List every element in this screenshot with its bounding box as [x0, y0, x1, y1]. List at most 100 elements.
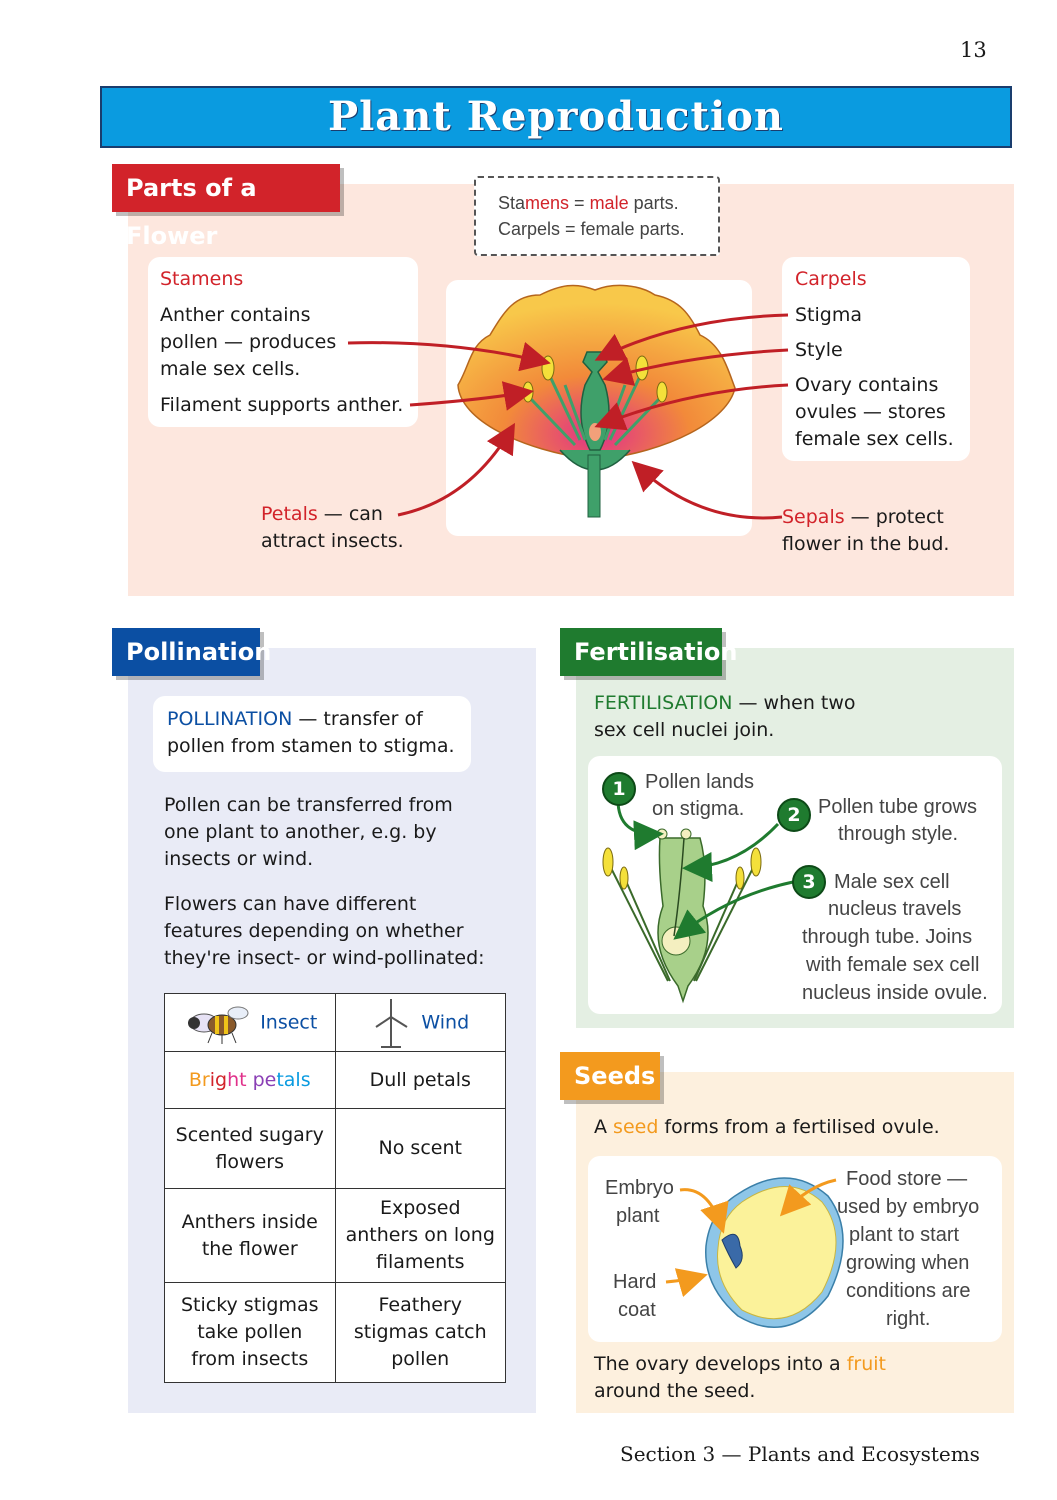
- cell-wind-row4: Feathery stigmas catch pollen: [334, 1282, 506, 1383]
- note-parts: parts.: [628, 193, 679, 213]
- pollination-def-line1: POLLINATION — transfer of: [167, 706, 423, 733]
- carpels-card: [782, 257, 970, 461]
- stamens-line1: Anther contains: [160, 304, 311, 326]
- step3-badge: 3: [792, 865, 826, 899]
- fert-arrows: [616, 799, 794, 940]
- pollination-def-line2: pollen from stamen to stigma.: [167, 735, 455, 757]
- cell-insect-row4: Sticky stigmas take pollen from insects: [164, 1282, 336, 1383]
- seeds-header: Seeds: [560, 1052, 660, 1100]
- cell-bright-petals: Bright petals: [164, 1051, 336, 1109]
- petals-rest: — can: [317, 503, 383, 525]
- pollination-p2-l1: Flowers can have different: [164, 893, 417, 915]
- carpels-style: Style: [795, 339, 843, 361]
- note-male: male: [589, 193, 629, 213]
- cell-dull-petals: Dull petals: [334, 1051, 506, 1109]
- stamens-line4: Filament supports anther.: [160, 394, 404, 416]
- food-store-line5: conditions are: [846, 1280, 971, 1302]
- flower-stalk: [587, 454, 601, 518]
- stamens-carpels-note: Stamens = male parts. Carpels = female p…: [474, 176, 720, 256]
- cell-insect-row2: Scented sugary flowers: [164, 1108, 336, 1189]
- seeds-outro-line1: The ovary develops into a fruit: [594, 1351, 886, 1378]
- table-header-insect: Insect: [164, 993, 336, 1052]
- food-store: [717, 1186, 837, 1320]
- step3-line5: nucleus inside ovule.: [802, 982, 988, 1004]
- food-store-line6: right.: [886, 1308, 931, 1330]
- ovule-shape: [589, 423, 601, 441]
- footer-section: Section 3 — Plants and Ecosystems: [620, 1442, 980, 1466]
- sepals-line2: flower in the bud.: [782, 533, 950, 555]
- table-header-wind: Wind: [334, 993, 506, 1052]
- carpels-line3: Ovary contains: [795, 374, 939, 396]
- cell-wind-row2: No scent: [334, 1108, 506, 1189]
- pollination-def-rest: — transfer of: [292, 708, 423, 730]
- bright-seg-4: pe: [252, 1068, 277, 1091]
- petals-label: Petals — can: [261, 501, 383, 528]
- bright-seg-2: ig: [209, 1068, 228, 1091]
- petals-word: Petals: [261, 503, 318, 525]
- hard-coat-label-2: coat: [618, 1299, 656, 1321]
- pollination-word: POLLINATION: [167, 708, 293, 730]
- fertilisation-def-line1: FERTILISATION — when two: [594, 690, 856, 717]
- stigma-left: [656, 828, 668, 840]
- step1-badge: 1: [602, 772, 636, 806]
- sepals-word: Sepals: [782, 506, 845, 528]
- seeds-outro-line2: around the seed.: [594, 1380, 756, 1402]
- food-store-line3: plant to start: [849, 1224, 960, 1246]
- flower-diagram: [347, 284, 789, 520]
- embryo: [721, 1233, 743, 1269]
- flower-header: Parts of a Flower: [112, 164, 340, 250]
- bee-icon: [188, 1006, 249, 1044]
- wind-label: Wind: [421, 1011, 470, 1033]
- carpels-stigma: Stigma: [795, 304, 863, 326]
- fertilisation-word: FERTILISATION: [594, 692, 733, 714]
- seeds-intro-seed: seed: [613, 1116, 659, 1138]
- seeds-intro-b: forms from a fertilised ovule.: [658, 1116, 940, 1138]
- step1-line1: Pollen lands: [645, 771, 754, 793]
- insect-wind-table: Insect Wind Bright petals Dull petals Sc…: [164, 993, 506, 1383]
- note-eq: =: [569, 193, 590, 213]
- carpels-title: Carpels: [795, 268, 867, 290]
- insect-label: Insect: [260, 1011, 318, 1033]
- pollination-p2-l2: features depending on whether: [164, 920, 464, 942]
- fertilisation-diagram: [602, 799, 794, 1004]
- stamens-line3: male sex cells.: [160, 358, 301, 380]
- pollination-header: Pollination: [112, 628, 271, 676]
- food-store-line4: growing when: [846, 1252, 970, 1274]
- carpels-line5: female sex cells.: [795, 428, 954, 450]
- note-sta: Sta: [498, 193, 526, 213]
- wind-turbine-icon: [375, 998, 408, 1048]
- embryo-label-1: Embryo: [605, 1177, 674, 1199]
- embryo-label-2: plant: [616, 1205, 660, 1227]
- sepals-rest: — protect: [844, 506, 944, 528]
- hard-coat-label-1: Hard: [613, 1271, 657, 1293]
- bright-seg-3: ht: [227, 1068, 253, 1091]
- pollination-p1-l2: one plant to another, e.g. by: [164, 821, 437, 843]
- seed-diagram: [665, 1177, 844, 1328]
- pollination-p1-l3: insects or wind.: [164, 848, 314, 870]
- step1-line2: on stigma.: [652, 798, 745, 820]
- step2-line1: Pollen tube grows: [818, 796, 977, 818]
- seeds-outro-fruit: fruit: [846, 1353, 886, 1375]
- pollination-p2-l3: they're insect- or wind-pollinated:: [164, 947, 485, 969]
- note-mens: mens: [525, 193, 570, 213]
- note-line2: Carpels = female parts.: [498, 219, 685, 239]
- fert-filaments: [609, 865, 755, 982]
- fertilisation-def-line2: sex cell nuclei join.: [594, 719, 775, 741]
- bright-seg-1: Br: [188, 1068, 210, 1091]
- carpels-line4: ovules — stores: [795, 401, 946, 423]
- seeds-outro-a: The ovary develops into a: [594, 1353, 847, 1375]
- fertilisation-header: Fertilisation: [560, 628, 737, 676]
- cell-insect-row3: Anthers inside the flower: [164, 1188, 336, 1283]
- step3-line4: with female sex cell: [806, 954, 980, 976]
- petals-line2: attract insects.: [261, 530, 404, 552]
- stamens-title: Stamens: [160, 268, 244, 290]
- seeds-intro-a: A: [594, 1116, 614, 1138]
- step3-line1: Male sex cell: [834, 871, 950, 893]
- cell-wind-row3: Exposed anthers on long filaments: [334, 1188, 506, 1283]
- seeds-intro: A seed forms from a fertilised ovule.: [594, 1114, 940, 1141]
- step3-line3: through tube. Joins: [802, 926, 973, 948]
- stamens-line2: pollen — produces: [160, 331, 337, 353]
- page-number: 13: [960, 38, 987, 62]
- bright-seg-5: tals: [276, 1068, 311, 1091]
- page-title: Plant Reproduction: [100, 86, 1012, 148]
